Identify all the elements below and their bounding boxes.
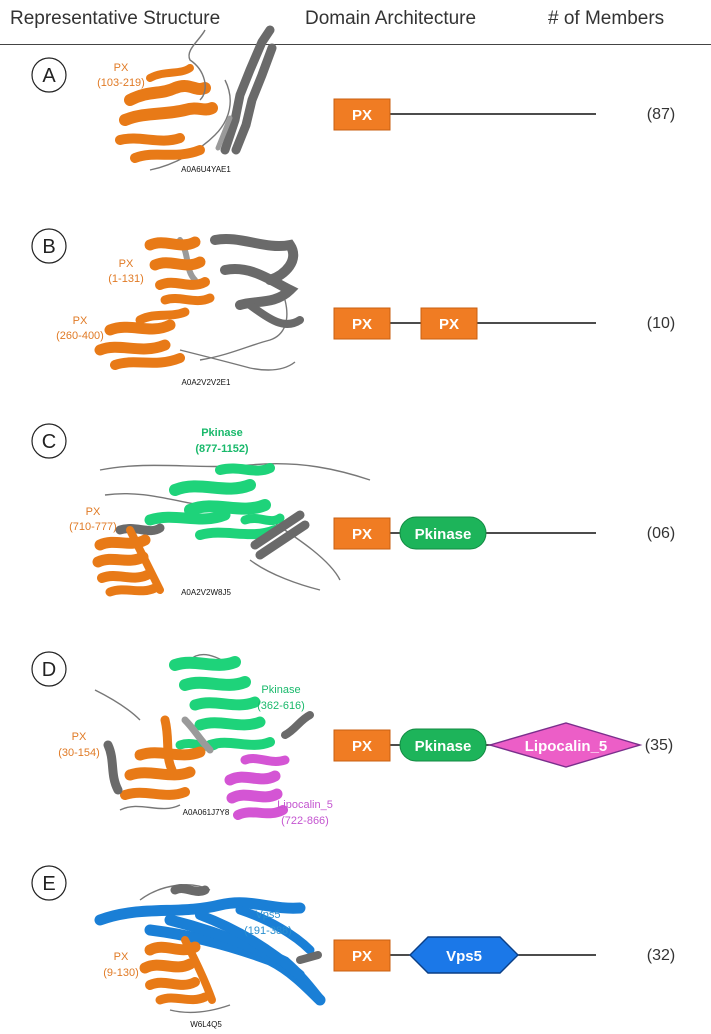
row-a-letter-circle bbox=[31, 57, 67, 93]
header-representative-structure: Representative Structure bbox=[10, 8, 221, 29]
row-a-px-label-name: PX bbox=[114, 62, 129, 74]
row-d-lipocalin-label-range: (722-866) bbox=[281, 815, 329, 827]
row-d-pkinase-label-range: (362-616) bbox=[257, 700, 305, 712]
row-d-members: (35) bbox=[645, 737, 673, 754]
row-a-px-label-range: (103-219) bbox=[97, 77, 145, 89]
row-c-accession: A0A2V2W8J5 bbox=[181, 588, 231, 597]
row-e-vps5-domain-label: Vps5 bbox=[446, 948, 482, 965]
row-c: C Pkinase (877-1152) PX (710-777) A0A2V2… bbox=[31, 423, 675, 597]
row-c-pkinase-label-name: Pkinase bbox=[201, 427, 243, 439]
row-d-px-label-range: (30-154) bbox=[58, 747, 100, 759]
row-d-lipocalin-label-name: Lipocalin_5 bbox=[277, 799, 333, 811]
row-e-letter-circle bbox=[31, 865, 67, 901]
row-a-structure bbox=[115, 25, 277, 171]
row-d-letter: D bbox=[42, 659, 56, 681]
row-b-px2-label-range: (260-400) bbox=[56, 330, 104, 342]
row-d-lipocalin-domain bbox=[487, 722, 643, 768]
row-d: D Pkinase (362-616) PX (30-154) bbox=[31, 651, 673, 827]
row-a-letter: A bbox=[42, 65, 56, 87]
row-e-px-label-name: PX bbox=[114, 951, 129, 963]
row-e-px-label-range: (9-130) bbox=[103, 967, 138, 979]
row-e: E Vps5 (191-388) PX (9-130) W6L4Q5 PX bbox=[31, 865, 675, 1029]
row-c-pkinase-domain-label: Pkinase bbox=[415, 526, 472, 543]
row-d-letter-circle bbox=[31, 651, 67, 687]
row-d-domain-architecture: PX Pkinase Lipocalin_5 bbox=[333, 722, 643, 768]
row-e-letter: E bbox=[42, 873, 55, 895]
row-c-px-label-range: (710-777) bbox=[69, 521, 117, 533]
row-c-pkinase-domain bbox=[399, 516, 487, 550]
row-b-accession: A0A2V2V2E1 bbox=[182, 378, 231, 387]
row-a-members: (87) bbox=[647, 106, 675, 123]
row-c-domain-architecture: PX Pkinase bbox=[333, 516, 596, 550]
row-b: B PX (1-131) PX (260-400) A0A2V2V2E1 PX bbox=[31, 228, 675, 387]
row-e-px-domain-label: PX bbox=[352, 948, 372, 965]
row-d-accession: A0A061J7Y8 bbox=[183, 808, 230, 817]
table-header: Representative Structure Domain Architec… bbox=[0, 0, 711, 45]
row-c-pkinase-label-range: (877-1152) bbox=[195, 443, 249, 455]
header-domain-architecture: Domain Architecture bbox=[305, 8, 477, 29]
row-c-structure bbox=[92, 462, 371, 597]
row-c-px-domain-label: PX bbox=[352, 526, 372, 543]
row-b-px1-label-name: PX bbox=[119, 258, 134, 270]
row-e-accession: W6L4Q5 bbox=[190, 1020, 222, 1029]
row-b-letter-circle bbox=[31, 228, 67, 264]
row-e-domain-architecture: PX Vps5 bbox=[333, 936, 596, 974]
row-c-letter-circle bbox=[31, 423, 67, 459]
row-b-px1-domain-label: PX bbox=[352, 316, 372, 333]
row-a-px-domain bbox=[333, 98, 391, 131]
row-b-px2-domain-label: PX bbox=[439, 316, 459, 333]
row-d-pkinase-domain bbox=[399, 728, 487, 762]
row-c-px-label-name: PX bbox=[86, 506, 101, 518]
row-e-structure bbox=[94, 884, 326, 1014]
row-c-letter: C bbox=[42, 431, 56, 453]
row-d-px-domain bbox=[333, 729, 391, 762]
row-e-vps5-label-range: (191-388) bbox=[244, 925, 292, 937]
row-c-px-domain bbox=[333, 517, 391, 550]
row-b-domain-architecture: PX PX bbox=[333, 307, 596, 340]
row-a: A PX (103-219) A0A6U4YAE1 PX (87) bbox=[31, 25, 675, 174]
row-e-members: (32) bbox=[647, 947, 675, 964]
row-d-structure bbox=[94, 653, 314, 820]
row-b-px1-label-range: (1-131) bbox=[108, 273, 143, 285]
row-d-pkinase-domain-label: Pkinase bbox=[415, 738, 472, 755]
row-e-px-domain bbox=[333, 939, 391, 972]
row-b-structure bbox=[94, 234, 304, 371]
row-e-vps5-label-name: Vps5 bbox=[255, 909, 280, 921]
row-b-px2-label-name: PX bbox=[73, 315, 88, 327]
row-d-lipocalin-domain-label: Lipocalin_5 bbox=[525, 738, 608, 755]
row-e-vps5-domain bbox=[409, 936, 519, 974]
row-b-members: (10) bbox=[647, 315, 675, 332]
row-d-px-domain-label: PX bbox=[352, 738, 372, 755]
row-d-pkinase-label-name: Pkinase bbox=[261, 684, 300, 696]
row-a-accession: A0A6U4YAE1 bbox=[181, 165, 231, 174]
row-b-px2-domain bbox=[420, 307, 478, 340]
row-d-px-label-name: PX bbox=[72, 731, 87, 743]
row-b-letter: B bbox=[42, 236, 55, 258]
row-c-members: (06) bbox=[647, 525, 675, 542]
row-a-domain-architecture: PX bbox=[333, 98, 596, 131]
row-b-px1-domain bbox=[333, 307, 391, 340]
header-members: # of Members bbox=[548, 8, 665, 29]
row-a-px-domain-label: PX bbox=[352, 107, 372, 124]
